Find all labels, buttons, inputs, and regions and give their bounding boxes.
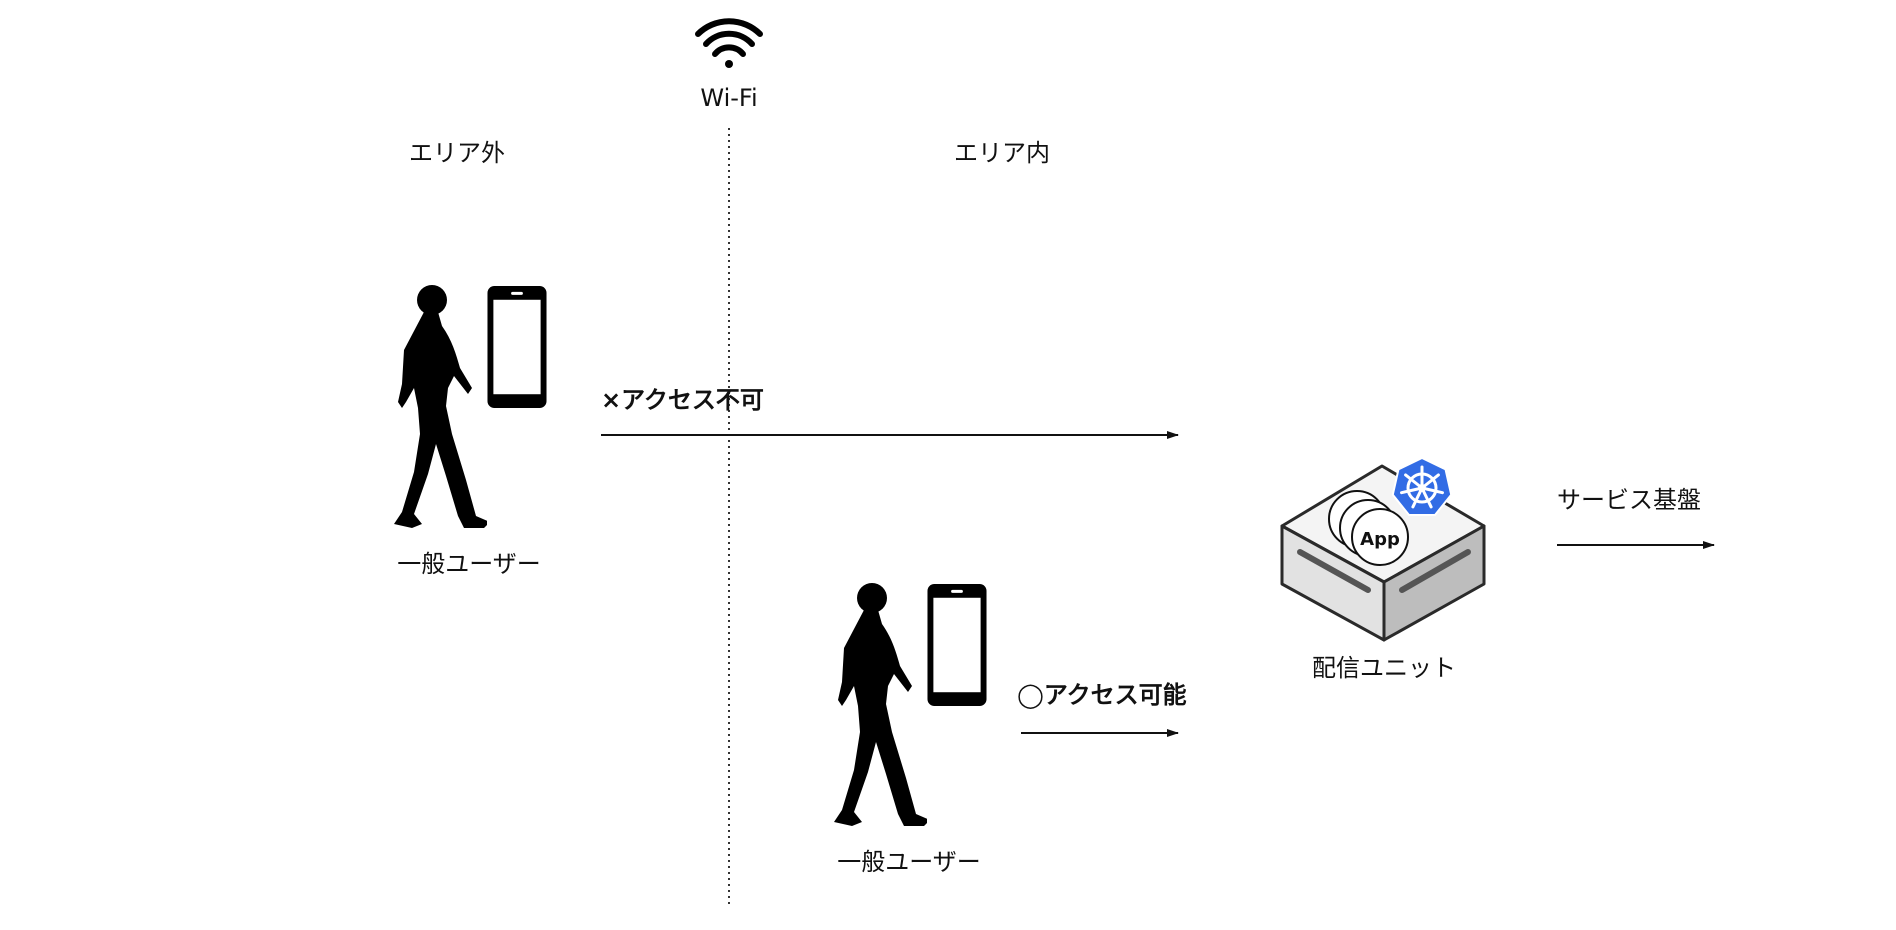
kubernetes-icon	[1391, 456, 1453, 516]
kubernetes-spoke	[1404, 473, 1421, 488]
app-containers: App	[1328, 490, 1409, 566]
wifi-icon	[695, 18, 763, 68]
access-denied-label: ×アクセス不可	[601, 386, 764, 414]
delivery-unit-label: 配信ユニット	[1312, 654, 1456, 682]
zone-outside-label: エリア外	[409, 139, 505, 167]
access-allowed-label: ◯アクセス可能	[1017, 681, 1187, 709]
walking-person-icon	[834, 583, 927, 826]
user-inside: 一般ユーザー	[834, 583, 987, 876]
kubernetes-spoke	[1423, 473, 1440, 488]
wifi-label: Wi-Fi	[700, 84, 757, 112]
zone-inside-label: エリア内	[954, 139, 1050, 167]
service-platform-label: サービス基盤	[1557, 486, 1701, 514]
kubernetes-spoke	[1422, 490, 1433, 509]
smartphone-icon	[927, 584, 987, 706]
smartphone-icon	[487, 286, 547, 408]
app-label: App	[1360, 529, 1400, 550]
user-outside: 一般ユーザー	[394, 285, 547, 578]
kubernetes-spoke	[1400, 487, 1420, 495]
walking-person-icon	[394, 285, 487, 528]
kubernetes-spoke	[1411, 490, 1422, 509]
user-outside-label: 一般ユーザー	[397, 550, 541, 578]
kubernetes-spoke	[1424, 487, 1444, 495]
user-inside-label: 一般ユーザー	[837, 848, 981, 876]
